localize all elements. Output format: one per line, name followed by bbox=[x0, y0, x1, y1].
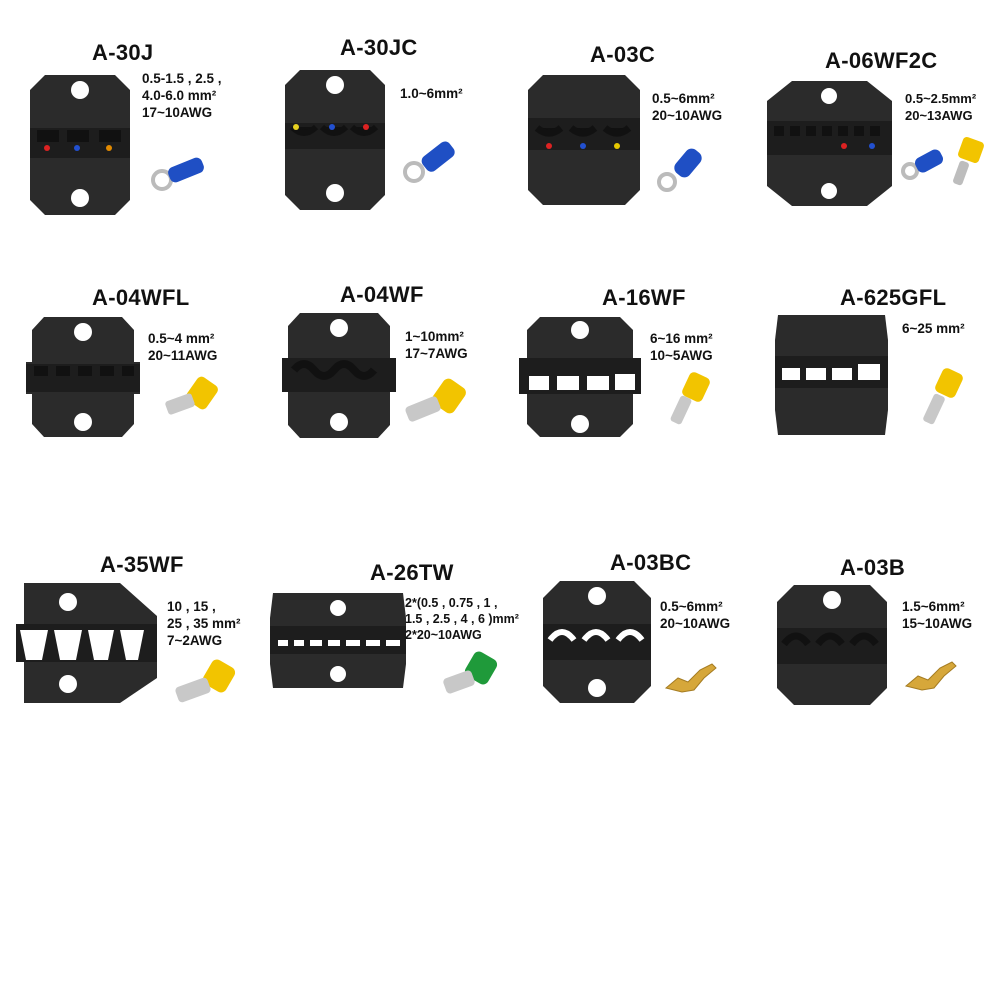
ring-icon bbox=[151, 157, 204, 191]
spec-line: 25 , 35 mm² bbox=[167, 616, 241, 631]
die-card-a06wf2c: A-06WF2C 0.5~2.5mm² 20~13AWG bbox=[750, 30, 1000, 250]
crimp-die-image bbox=[519, 317, 641, 437]
die-card-a03b: A-03B 1.5~6mm² 15~10AWG bbox=[750, 540, 1000, 760]
spade-icon bbox=[664, 663, 717, 693]
spec-line: 0.5~4 mm² bbox=[148, 331, 215, 346]
ferrule-icon bbox=[405, 378, 466, 422]
die-card-a03bc: A-03BC 0.5~6mm² 20~10AWG bbox=[500, 540, 750, 760]
die-spec: 0.5~2.5mm² 20~13AWG bbox=[905, 90, 976, 124]
die-spec: 0.5~6mm² 20~10AWG bbox=[652, 90, 722, 124]
die-model-title: A-04WF bbox=[340, 282, 424, 307]
ferrule-icon bbox=[175, 659, 236, 703]
die-spec: 10 , 15 , 25 , 35 mm² 7~2AWG bbox=[167, 598, 241, 649]
spec-line: 20~10AWG bbox=[660, 616, 731, 631]
die-spec: 0.5-1.5 , 2.5 , 4.0-6.0 mm² 17~10AWG bbox=[142, 70, 222, 121]
die-model-title: A-35WF bbox=[100, 552, 184, 577]
crimp-die-image bbox=[777, 585, 887, 705]
twin-ferrule-icon bbox=[443, 651, 498, 694]
spec-line: 17~10AWG bbox=[142, 105, 213, 120]
spec-line: 1.0~6mm² bbox=[400, 86, 463, 101]
crimp-die-image bbox=[528, 75, 640, 205]
die-card-a04wfl: A-04WFL 0.5~4 mm² 20~11AWG bbox=[0, 270, 250, 490]
crimp-die-image bbox=[270, 593, 406, 688]
spec-line: 2*(0.5 , 0.75 , 1 , bbox=[405, 596, 498, 610]
die-model-title: A-03C bbox=[590, 42, 656, 67]
die-card-a625gfl: A-625GFL 6~25 mm² bbox=[750, 270, 1000, 490]
die-card-a26tw: A-26TW 2*(0.5 , 0.75 , 1 , 1.5 , 2.5 , 4… bbox=[250, 540, 519, 760]
crimp-die-image bbox=[285, 70, 385, 210]
spec-line: 0.5~6mm² bbox=[652, 91, 715, 106]
die-card-a04wf: A-04WF 1~10mm² 17~7AWG bbox=[250, 270, 500, 490]
ferrule-icon bbox=[165, 376, 218, 415]
die-card-a30jc: A-30JC 1.0~6mm² bbox=[250, 30, 500, 250]
crimp-die-image bbox=[543, 581, 651, 703]
die-spec: 0.5~4 mm² 20~11AWG bbox=[148, 330, 217, 364]
die-model-title: A-03B bbox=[840, 555, 906, 580]
ring-icon bbox=[657, 148, 702, 192]
die-spec: 1~10mm² 17~7AWG bbox=[405, 328, 468, 362]
die-card-a30j: A-30J 0.5-1.5 , 2.5 , 4.0-6.0 mm² 17~10A… bbox=[0, 30, 250, 250]
die-spec: 6~16 mm² 10~5AWG bbox=[650, 330, 713, 364]
die-card-a16wf: A-16WF 6~16 mm² 10~5AWG bbox=[500, 270, 750, 490]
die-spec: 0.5~6mm² 20~10AWG bbox=[660, 598, 730, 632]
die-model-title: A-04WFL bbox=[92, 285, 190, 310]
spec-line: 15~10AWG bbox=[902, 616, 973, 631]
spec-line: 20~10AWG bbox=[652, 108, 723, 123]
spec-line: 20~13AWG bbox=[905, 108, 973, 123]
die-model-title: A-625GFL bbox=[840, 285, 947, 310]
ring-and-ferrule-icon bbox=[901, 137, 984, 186]
spade-icon bbox=[904, 661, 957, 691]
spec-line: 17~7AWG bbox=[405, 346, 468, 361]
spec-line: 10 , 15 , bbox=[167, 599, 216, 614]
die-model-title: A-16WF bbox=[602, 285, 686, 310]
ferrule-icon bbox=[923, 368, 963, 425]
spec-line: 0.5~2.5mm² bbox=[905, 91, 977, 106]
die-spec: 2*(0.5 , 0.75 , 1 , 1.5 , 2.5 , 4 , 6 )m… bbox=[405, 595, 519, 643]
die-spec: 6~25 mm² bbox=[902, 320, 965, 337]
ring-icon bbox=[403, 141, 455, 183]
die-model-title: A-26TW bbox=[370, 560, 454, 585]
spec-line: 0.5-1.5 , 2.5 , bbox=[142, 71, 222, 86]
die-model-title: A-06WF2C bbox=[825, 48, 938, 73]
spec-line: 1.5 , 2.5 , 4 , 6 )mm² bbox=[405, 612, 519, 626]
spec-line: 1~10mm² bbox=[405, 329, 464, 344]
crimp-die-image bbox=[16, 583, 157, 703]
die-model-title: A-30JC bbox=[340, 35, 418, 60]
spec-line: 7~2AWG bbox=[167, 633, 223, 648]
die-model-title: A-30J bbox=[92, 40, 154, 65]
spec-line: 1.5~6mm² bbox=[902, 599, 965, 614]
die-spec: 1.0~6mm² bbox=[400, 85, 463, 102]
crimp-die-image bbox=[767, 81, 892, 206]
die-model-title: A-03BC bbox=[610, 550, 692, 575]
die-spec: 1.5~6mm² 15~10AWG bbox=[902, 598, 972, 632]
ferrule-icon bbox=[670, 372, 710, 425]
crimp-die-image bbox=[30, 75, 130, 215]
die-card-a35wf: A-35WF 10 , 15 , 25 , 35 mm² 7~2AWG bbox=[0, 540, 250, 760]
crimp-die-image bbox=[282, 313, 396, 438]
spec-line: 20~11AWG bbox=[148, 348, 218, 363]
crimp-die-image bbox=[775, 315, 888, 435]
crimp-die-image bbox=[26, 317, 140, 437]
spec-line: 0.5~6mm² bbox=[660, 599, 723, 614]
spec-line: 4.0-6.0 mm² bbox=[142, 88, 217, 103]
spec-line: 6~25 mm² bbox=[902, 321, 965, 336]
spec-line: 2*20~10AWG bbox=[405, 628, 482, 642]
die-card-a03c: A-03C 0.5~6mm² 20~10AWG bbox=[500, 30, 750, 250]
spec-line: 10~5AWG bbox=[650, 348, 713, 363]
spec-line: 6~16 mm² bbox=[650, 331, 713, 346]
